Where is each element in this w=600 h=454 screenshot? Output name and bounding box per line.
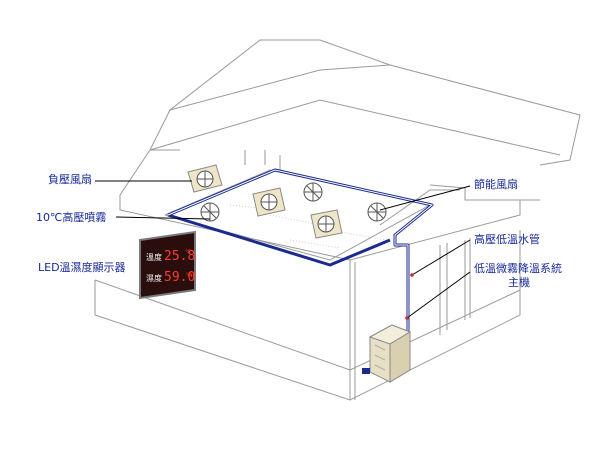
leader-markers <box>405 273 414 320</box>
display-humid-unit: %RH <box>186 272 196 277</box>
pipe-inner <box>167 169 434 356</box>
main-unit <box>362 324 412 383</box>
display-temp-unit: ℃ <box>185 249 192 256</box>
label-main-unit-line2: 主機 <box>508 276 530 289</box>
building-outline <box>94 39 581 401</box>
spray-mist <box>194 204 386 249</box>
label-led-display: LED溫濕度顯示器 <box>38 261 126 274</box>
display-temp-caption: 溫度 <box>146 252 162 262</box>
display-humid-caption: 濕度 <box>146 273 162 283</box>
label-main-unit-line1: 低溫微霧降溫系統 <box>474 262 562 275</box>
box-fan-right <box>310 209 343 239</box>
led-display: 溫度 25.8 ℃ 濕度 59.0 %RH <box>139 230 196 300</box>
ceiling-fan-right <box>367 202 387 222</box>
leader-lines <box>95 180 471 319</box>
ceiling-fan-left <box>200 202 220 222</box>
label-negative-pressure-fan: 負壓風扇 <box>48 173 92 186</box>
display-humid-value: 59.0 <box>164 270 195 285</box>
label-high-pressure-pipe: 高壓低溫水管 <box>474 233 540 246</box>
display-temp-value: 25.8 <box>164 249 195 264</box>
box-fan-middle <box>252 187 286 217</box>
label-high-pressure-spray: 10℃高壓噴霧 <box>36 211 107 224</box>
label-energy-saving-fan: 節能風扇 <box>474 178 518 191</box>
negative-pressure-fan <box>187 164 223 193</box>
ceiling-fan-top <box>303 182 323 202</box>
